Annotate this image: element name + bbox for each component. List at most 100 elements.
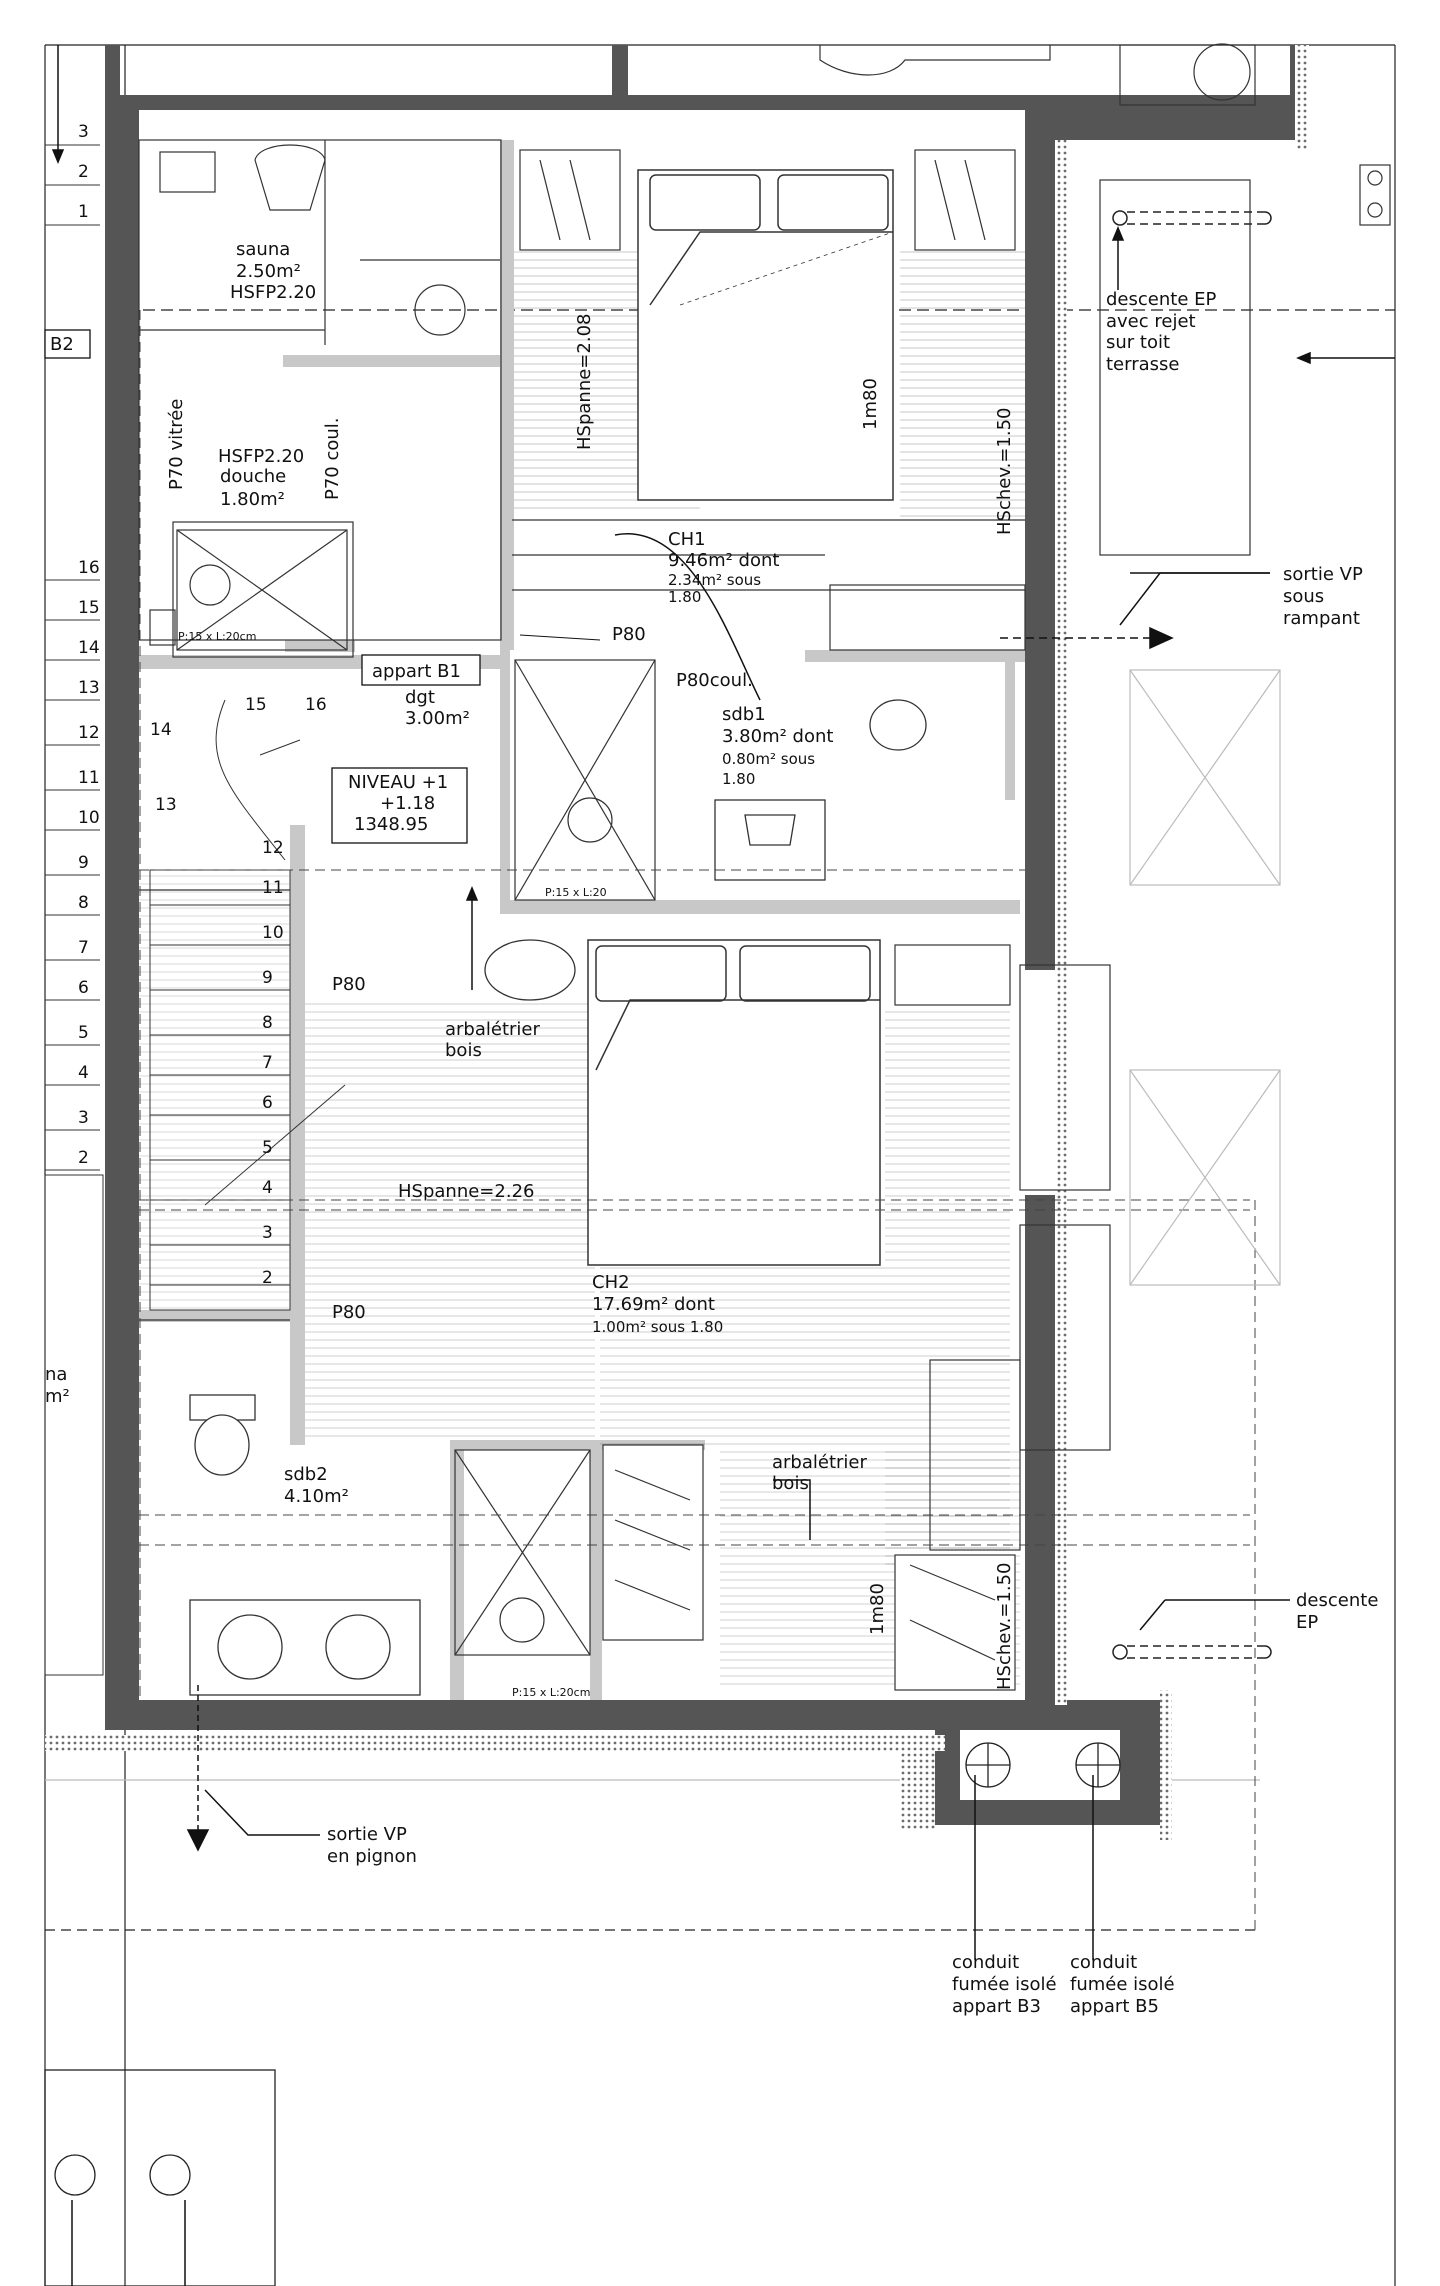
label-p70-coul: P70 coul. [322, 417, 343, 500]
shower2-label: P:15 x L:20 [545, 886, 607, 899]
stair-number-left: 3 [78, 122, 89, 142]
descente-ep-4: terrasse [1106, 354, 1179, 375]
sdb1-note: 0.80m² sous [722, 750, 815, 768]
label-1m80-top: 1m80 [860, 378, 881, 430]
sauna-area: 2.50m² [236, 261, 301, 282]
stair-number-left: 13 [78, 678, 100, 698]
sauna-height: HSFP2.20 [230, 282, 316, 303]
label-hschev-top: HSchev.=1.50 [994, 408, 1015, 535]
label-niveau-3: 1348.95 [354, 814, 428, 835]
sdb1-name: sdb1 [722, 704, 766, 725]
stair-number-left: 6 [78, 978, 89, 998]
sortie-vp-1: sortie VP [1283, 564, 1363, 585]
sortie-vp2-1: sortie VP [327, 1824, 407, 1845]
label-p70-vitree: P70 vitrée [166, 399, 187, 490]
stair-number-left: 12 [78, 723, 100, 743]
descente-ep2-2: EP [1296, 1612, 1318, 1633]
arbaletrier2-l1: arbalétrier [772, 1452, 867, 1473]
label-p80-low: P80 [332, 1302, 366, 1323]
label-niveau-1: NIVEAU +1 [348, 772, 448, 793]
ch2-name: CH2 [592, 1272, 630, 1293]
label-p80-mid: P80 [332, 974, 366, 995]
stair-number-turn: 16 [305, 695, 327, 715]
label-1m80-bottom: 1m80 [867, 1583, 888, 1635]
left-step-lines [44, 144, 104, 1676]
shower3-label: P:15 x L:20cm [512, 1686, 590, 1699]
sdb2-name: sdb2 [284, 1464, 328, 1485]
arbaletrier1-l1: arbalétrier [445, 1019, 540, 1040]
smoke-ducts [44, 1742, 1121, 2286]
stair-number-left: 14 [78, 638, 100, 658]
stair-number-inner: 5 [262, 1138, 273, 1158]
stair-number-turn: 13 [155, 795, 177, 815]
stair-number-left: 4 [78, 1063, 89, 1083]
dgt-name: dgt [405, 687, 435, 708]
dashed-lines [139, 310, 1256, 1930]
stair-number-turn: 15 [245, 695, 267, 715]
stair-number-inner: 11 [262, 878, 284, 898]
conduit-b5-1: conduit [1070, 1952, 1137, 1973]
conduit-b3-2: fumée isolé [952, 1974, 1057, 1995]
label-boxes [44, 329, 481, 844]
stair-number-left: 3 [78, 1108, 89, 1128]
sauna-name: sauna [236, 239, 290, 260]
bed-ch1 [637, 169, 894, 501]
stair-number-left: 7 [78, 938, 89, 958]
sortie-vp2-2: en pignon [327, 1846, 417, 1867]
bed-ch2 [587, 939, 881, 1266]
ch1-area: 9.46m² dont [668, 550, 779, 571]
ch2-note: 1.00m² sous 1.80 [592, 1318, 723, 1336]
rainwater-pipes [1112, 210, 1272, 1660]
sanitary-fixtures [189, 699, 927, 1696]
stair-number-inner: 9 [262, 968, 273, 988]
stair-number-inner: 6 [262, 1093, 273, 1113]
conduit-b5-3: appart B5 [1070, 1996, 1159, 2017]
conduit-b5-2: fumée isolé [1070, 1974, 1175, 1995]
descente-ep-1: descente EP [1106, 289, 1216, 310]
labels: B2 appart B1 NIVEAU +1 +1.18 1348.95 sau… [45, 239, 1378, 2017]
sortie-vp-3: rampant [1283, 608, 1360, 629]
stair-number-inner: 7 [262, 1053, 273, 1073]
stair-number-inner: 3 [262, 1223, 273, 1243]
stair-number-left: 16 [78, 558, 100, 578]
stair-number-left: 15 [78, 598, 100, 618]
stair-number-left: 2 [78, 162, 89, 182]
left-partial-1: na [45, 1364, 67, 1385]
stair-numbers-turn: 14 15 16 13 [150, 695, 327, 815]
shower-trays [176, 529, 656, 1656]
stair-number-inner: 2 [262, 1268, 273, 1288]
arbaletrier1-l2: bois [445, 1040, 482, 1061]
left-partial-2: m² [45, 1386, 70, 1407]
stair-number-left: 9 [78, 853, 89, 873]
label-b2: B2 [50, 334, 74, 355]
wardrobes [519, 149, 1016, 1691]
descente-ep2-1: descente [1296, 1590, 1378, 1611]
stair-number-inner: 4 [262, 1178, 273, 1198]
sdb1-note2: 1.80 [722, 770, 755, 788]
sdb2-area: 4.10m² [284, 1486, 349, 1507]
sauna-fixtures [149, 144, 500, 646]
stair-number-inner: 10 [262, 923, 284, 943]
stair-number-left: 11 [78, 768, 100, 788]
shower1-label: P:15 x L:20cm [178, 630, 256, 643]
label-hspanne-top: HSpanne=2.08 [574, 314, 595, 450]
stair-number-turn: 14 [150, 720, 172, 740]
sdb1-area: 3.80m² dont [722, 726, 833, 747]
label-appart-b1: appart B1 [372, 661, 461, 682]
partitions [139, 140, 1025, 1700]
ch1-name: CH1 [668, 529, 706, 550]
label-p80-coul: P80coul. [676, 670, 753, 691]
conduit-b3-1: conduit [952, 1952, 1019, 1973]
stair-number-left: 8 [78, 893, 89, 913]
douche-name: douche [220, 466, 286, 487]
label-hspanne-mid: HSpanne=2.26 [398, 1181, 534, 1202]
dgt-area: 3.00m² [405, 708, 470, 729]
stair-number-left: 5 [78, 1023, 89, 1043]
sortie-vp-2: sous [1283, 586, 1324, 607]
ch1-note2: 1.80 [668, 588, 701, 606]
ch2-area: 17.69m² dont [592, 1294, 715, 1315]
douche-height: HSFP2.20 [218, 446, 304, 467]
